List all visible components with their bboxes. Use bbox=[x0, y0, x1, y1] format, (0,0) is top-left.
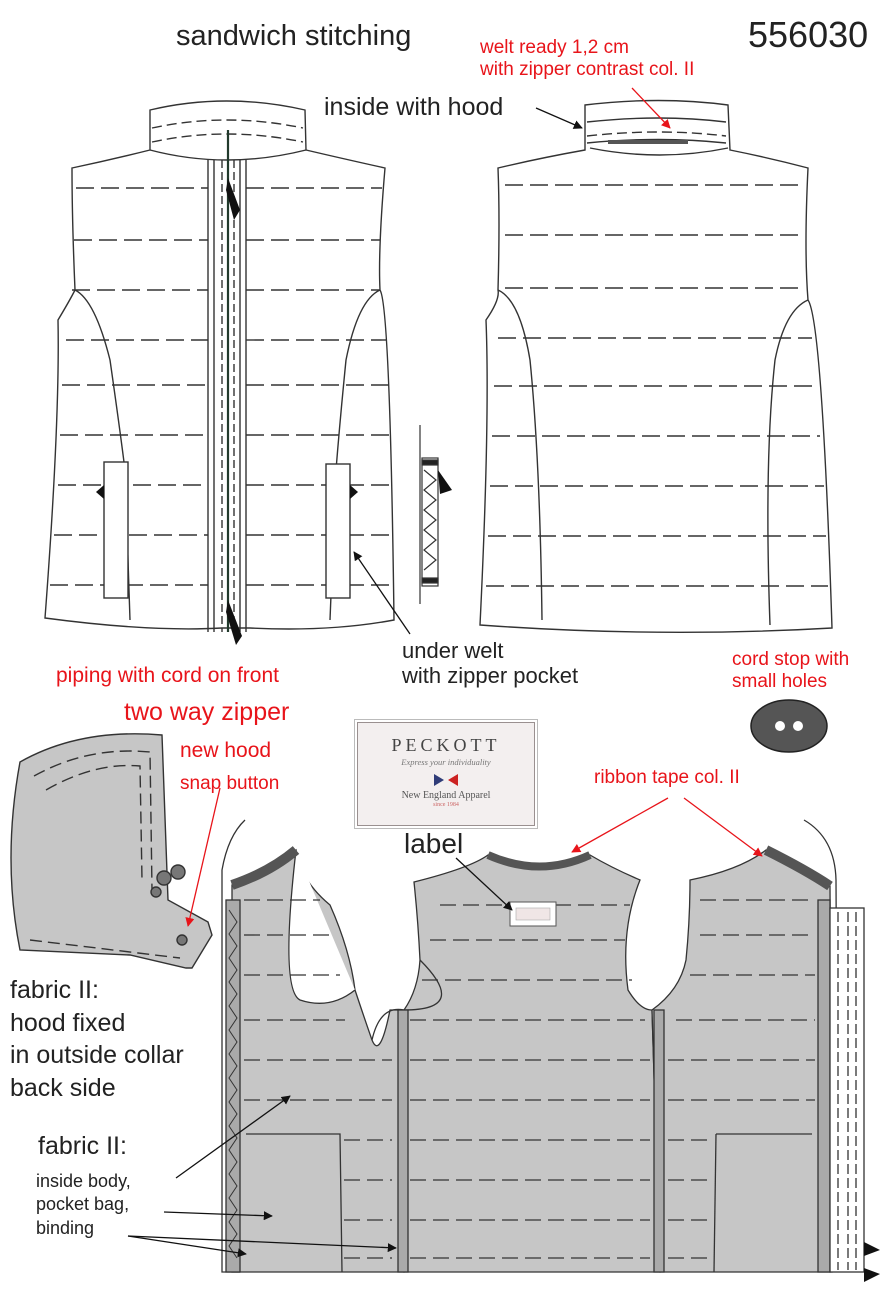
snap-button-note: snap button bbox=[180, 773, 280, 794]
brand-label: PECKOTT Express your individuality New E… bbox=[357, 722, 535, 826]
vest-inside bbox=[221, 819, 880, 1282]
under-welt-note: under welt with zipper pocket bbox=[402, 638, 578, 689]
brand-name: PECKOTT bbox=[391, 735, 501, 755]
two-way-zipper-note: two way zipper bbox=[124, 698, 290, 726]
label-note: label bbox=[404, 828, 464, 859]
welt-ready-line-1: welt ready 1,2 cm bbox=[480, 37, 629, 58]
under-welt-line-1: under welt bbox=[402, 638, 504, 663]
fabric-hood-line-2: hood fixed bbox=[10, 1008, 126, 1037]
welt-ready-note: welt ready 1,2 cm with zipper contrast c… bbox=[480, 37, 694, 81]
cord-stop bbox=[750, 699, 828, 753]
fabric-hood-line-3: in outside collar bbox=[10, 1041, 184, 1069]
brand-since: since 1984 bbox=[433, 802, 459, 808]
brand-origin: New England Apparel bbox=[401, 790, 491, 801]
fabric-inside-line-1: inside body, bbox=[36, 1171, 131, 1191]
brand-logo-icon bbox=[434, 774, 458, 786]
hood-drawing bbox=[10, 733, 213, 969]
piping-note: piping with cord on front bbox=[56, 664, 279, 687]
brand-tagline: Express your individuality bbox=[401, 757, 491, 767]
fabric-inside-line-2: pocket bag, bbox=[36, 1194, 130, 1215]
fabric-inside-note: inside body, pocket bag, binding bbox=[36, 1170, 131, 1240]
vest-front bbox=[44, 100, 395, 645]
pocket-detail bbox=[419, 425, 452, 604]
cord-stop-note: cord stop with small holes bbox=[732, 649, 849, 693]
annotation-arrows bbox=[127, 87, 763, 1258]
fabric-inside-line-3: binding bbox=[36, 1217, 95, 1238]
ribbon-tape-note: ribbon tape col. II bbox=[594, 767, 740, 788]
fabric-hood-line-1: fabric II: bbox=[10, 976, 99, 1004]
fabric-inside-title: fabric II: bbox=[38, 1132, 127, 1160]
fabric-hood-line-4: back side bbox=[10, 1073, 116, 1102]
welt-ready-line-2: with zipper contrast col. II bbox=[480, 58, 695, 80]
cord-stop-line-1: cord stop with bbox=[732, 649, 850, 670]
vest-back bbox=[479, 99, 833, 634]
new-hood-note: new hood bbox=[180, 739, 272, 762]
page-title: sandwich stitching bbox=[176, 20, 412, 52]
fabric-hood-note: fabric II: hood fixed in outside collar … bbox=[10, 974, 184, 1104]
under-welt-line-2: with zipper pocket bbox=[402, 663, 579, 689]
style-number: 556030 bbox=[748, 14, 869, 55]
cord-stop-line-2: small holes bbox=[732, 670, 828, 692]
inside-hood-note: inside with hood bbox=[324, 93, 504, 121]
